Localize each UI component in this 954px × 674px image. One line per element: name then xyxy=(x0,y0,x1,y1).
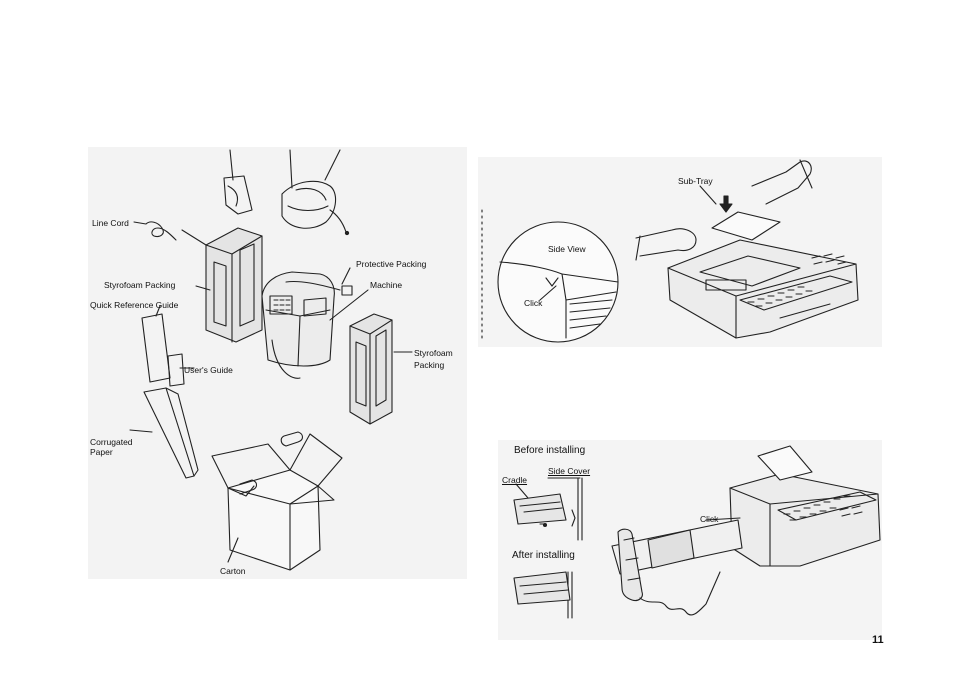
label-styrofoam-right-line1: Styrofoam xyxy=(414,348,453,358)
label-click-side-view: Click xyxy=(524,298,542,308)
label-side-cover: Side Cover xyxy=(548,466,590,476)
label-after-installing: After installing xyxy=(512,551,575,561)
label-click-cradle: Click xyxy=(700,514,718,524)
page-number: 11 xyxy=(872,634,884,646)
label-styrofoam-right-line2: Packing xyxy=(414,360,444,370)
label-machine: Machine xyxy=(370,280,402,290)
label-before-installing: Before installing xyxy=(514,446,585,456)
label-side-view: Side View xyxy=(548,244,586,254)
label-carton: Carton xyxy=(220,566,246,576)
label-line-cord: Line Cord xyxy=(92,218,129,228)
label-quick-reference-guide: Quick Reference Guide xyxy=(90,300,178,310)
label-cradle: Cradle xyxy=(502,475,527,485)
label-sub-tray: Sub-Tray xyxy=(678,176,713,186)
label-users-guide: User's Guide xyxy=(184,365,233,375)
label-corrugated-paper: Corrugated Paper xyxy=(90,437,133,457)
label-protective-packing: Protective Packing xyxy=(356,259,426,269)
label-styrofoam-packing: Styrofoam Packing xyxy=(104,280,175,290)
